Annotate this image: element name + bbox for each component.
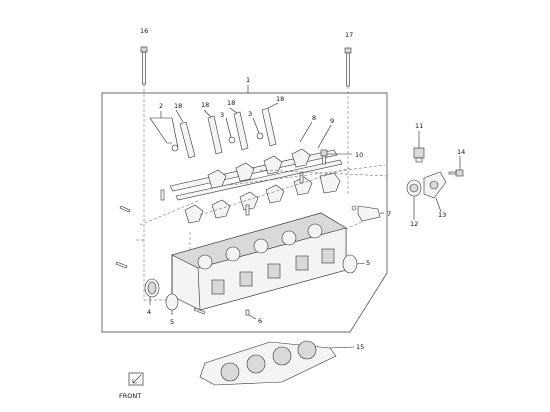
bracket-7 <box>351 205 384 222</box>
callout-16: 16 <box>140 27 148 35</box>
callout-4: 4 <box>147 308 151 316</box>
callout-14: 14 <box>457 148 465 156</box>
callout-13: 13 <box>438 211 446 219</box>
front-label: FRONT <box>119 392 141 400</box>
callout-2: 2 <box>159 102 163 110</box>
callout-18-b: 18 <box>201 101 209 109</box>
bolt-10 <box>320 149 352 165</box>
plug-6 <box>245 309 250 316</box>
callout-12: 12 <box>410 220 418 228</box>
callout-18-a: 18 <box>174 102 182 110</box>
part-12 <box>406 179 422 197</box>
head-gasket <box>199 340 337 386</box>
part-11 <box>413 147 425 163</box>
seal-4 <box>144 278 160 298</box>
part-14 <box>448 169 464 177</box>
cylinder-head <box>171 212 347 311</box>
callout-17: 17 <box>345 31 353 39</box>
callout-8: 8 <box>312 114 316 122</box>
front-arrow-icon <box>128 372 144 386</box>
studs <box>115 205 206 315</box>
cap-3-b <box>256 132 264 140</box>
assembly-frame <box>101 92 388 333</box>
seal-5-left <box>165 293 179 311</box>
callout-3-b: 3 <box>248 110 252 118</box>
callout-10: 10 <box>355 151 363 159</box>
seal-5-right <box>342 254 358 274</box>
callout-5-left: 5 <box>170 318 174 326</box>
pushrod-group <box>179 107 277 159</box>
callout-11: 11 <box>415 122 423 130</box>
callout-5-right: 5 <box>366 259 370 267</box>
rocker-shaft <box>169 149 343 201</box>
rocker-arms <box>184 148 341 224</box>
callout-1: 1 <box>246 76 250 84</box>
callout-18-d: 18 <box>276 95 284 103</box>
part-13 <box>423 171 447 199</box>
callout-15: 15 <box>356 343 364 351</box>
callout-9: 9 <box>330 117 334 125</box>
head-bolt-right <box>344 47 352 195</box>
callout-7: 7 <box>387 210 391 218</box>
callout-18-c: 18 <box>227 99 235 107</box>
head-bolt-left <box>140 46 148 300</box>
callout-6: 6 <box>258 317 262 325</box>
bracket-2 <box>149 111 179 152</box>
cap-3-a <box>228 136 236 144</box>
callout-3-a: 3 <box>220 111 224 119</box>
